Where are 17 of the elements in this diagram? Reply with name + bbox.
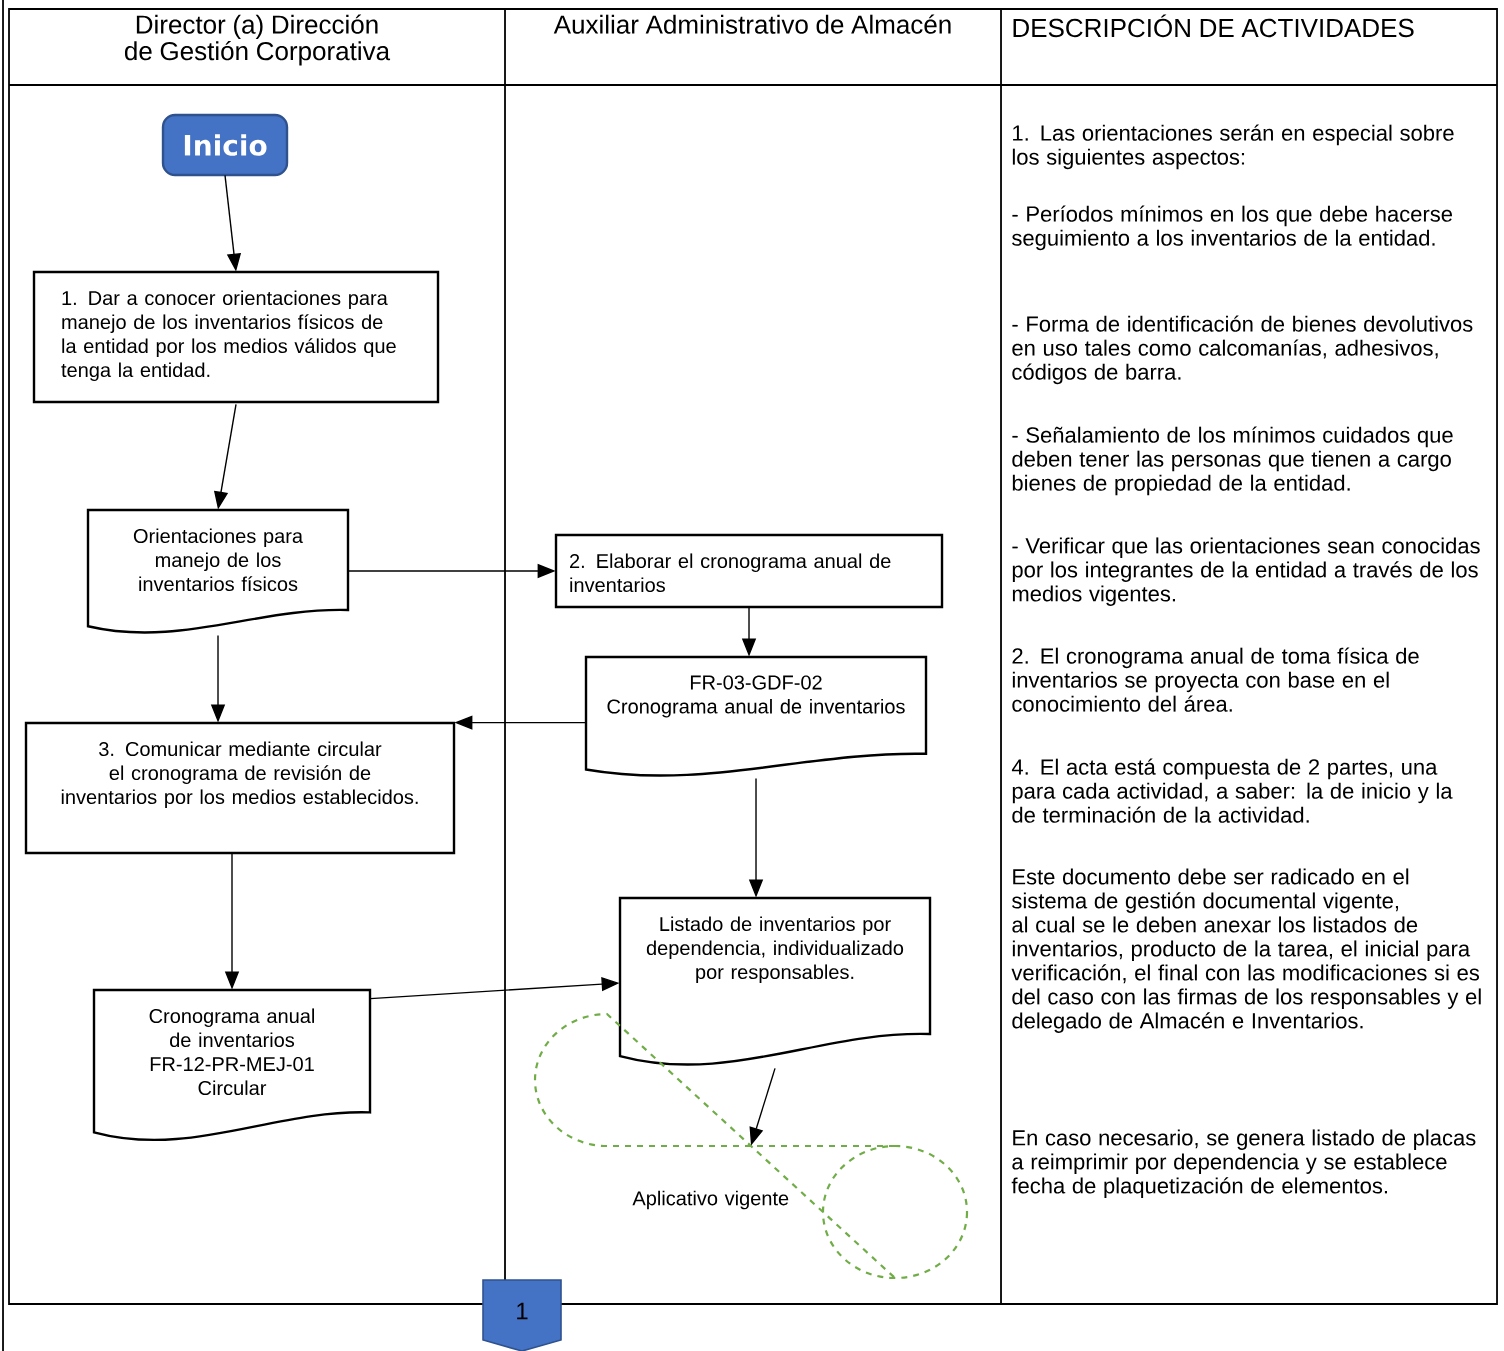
description-text: En caso necesario, se genera listado de placas a reimprimir por dependencia y se establece fecha de plaquetización de elementos. — [1011, 1129, 1476, 1198]
process-box: 3. Comunicar mediante circular el cronograma de revisión de inventarios por los medios establecidos. — [24, 721, 456, 855]
column-header: Director (a) Dirección de Gestión Corporativa — [125, 14, 391, 66]
start-terminal: Inicio — [161, 113, 289, 177]
process-box: 2. Elaborar el cronograma anual de inventarios — [554, 533, 944, 609]
off-page-connector: 1 — [482, 1279, 562, 1351]
column-header: DESCRIPCIÓN DE ACTIVIDADES — [1013, 14, 1414, 38]
description-text: - Señalamiento de los mínimos cuidados que deben tener las personas que tienen a cargo bienes de propiedad de la entidad. — [1012, 426, 1453, 496]
process-box: 1. Dar a conocer orientaciones para manejo de los inventarios físicos de la entidad por los medios válidos que tenga la entidad. — [32, 270, 440, 404]
description-text: 1. Las orientaciones serán en especial sobre los siguientes aspectos: — [1012, 124, 1454, 170]
description-text: - Períodos mínimos en los que debe hacerse seguimiento a los inventarios de la entidad. — [1012, 205, 1452, 251]
description-text: - Verificar que las orientaciones sean conocidas por los integrantes de la entidad a través de los medios vigentes. — [1012, 537, 1480, 606]
column-header: Auxiliar Administrativo de Almacén — [553, 14, 951, 34]
description-text: 4. El acta está compuesta de 2 partes, una para cada actividad, a saber: la de inicio y la de terminación de la actividad. — [1011, 758, 1453, 823]
description-text: - Forma de identificación de bienes devolutivos en uso tales como calcomanías, adhesivos, códigos de barra. — [1012, 315, 1473, 385]
description-text: 2. El cronograma anual de toma física de inventarios se proyecta con base en el conocimiento del área. — [1012, 647, 1419, 712]
description-text: Este documento debe ser radicado en el sistema de gestión documental vigente, al cual se le deben anexar los listados de inventarios, producto de la tarea, el inicial para verificación, el final con las modificaciones si es del caso con las firmas de los responsables y el delegado de Almacén e Inventarios. — [1011, 868, 1481, 1033]
